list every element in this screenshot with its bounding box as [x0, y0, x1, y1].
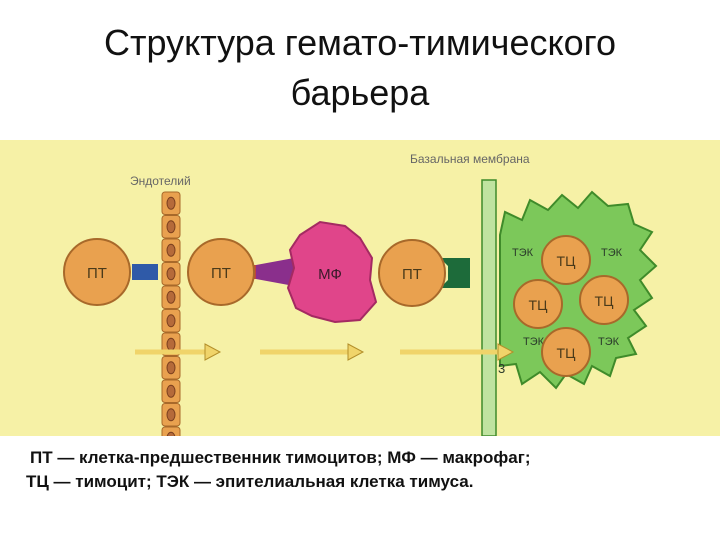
macrophage-body — [286, 220, 378, 324]
receptor-green — [440, 258, 470, 288]
receptor-purple — [256, 258, 294, 286]
arrow-head-1 — [204, 343, 222, 361]
endothelium-label: Эндотелий — [130, 174, 191, 188]
tc-cell-body — [579, 275, 629, 325]
endothelial-nucleus — [166, 314, 176, 328]
endothelial-nucleus — [166, 243, 176, 257]
pt-label: ПТ — [211, 265, 231, 282]
endothelial-nucleus — [166, 384, 176, 398]
tek-label-3: ТЭК — [598, 336, 620, 348]
figure-number-label: 3 — [498, 361, 505, 376]
arrow-head-3 — [497, 343, 515, 361]
pt-label: ПТ — [87, 265, 107, 282]
pt-cell-3: ПТ — [378, 239, 446, 307]
tc-cell-2: ТЦ — [513, 279, 563, 329]
basal-membrane — [481, 179, 497, 436]
pt-cell-body — [187, 238, 255, 306]
endothelial-nucleus — [166, 337, 176, 351]
macrophage: МФ — [286, 220, 378, 324]
endothelial-nucleus — [166, 431, 176, 436]
tc-cell-body — [541, 327, 591, 377]
endothelial-nucleus — [166, 290, 176, 304]
tc-label: ТЦ — [529, 297, 549, 313]
tc-cell-body — [513, 279, 563, 329]
endothelium-column — [161, 191, 181, 436]
tc-label: ТЦ — [595, 293, 615, 309]
tek-label-4: ТЭК — [523, 336, 545, 348]
pt-label: ПТ — [402, 266, 422, 283]
tc-cell-body — [541, 235, 591, 285]
endothelial-nucleus — [166, 220, 176, 234]
page-title-line-2: барьера — [290, 72, 430, 113]
thymic-epithelium — [499, 190, 658, 390]
tc-label: ТЦ — [557, 253, 577, 269]
tc-cell-4: ТЦ — [541, 327, 591, 377]
endothelial-cell — [161, 426, 181, 436]
pt-cell-body — [63, 238, 131, 306]
tc-label: ТЦ — [557, 345, 577, 361]
endothelial-nucleus — [166, 196, 176, 210]
receptor-blue — [132, 264, 158, 280]
tek-label-2: ТЭК — [601, 247, 623, 259]
migration-arrows — [135, 343, 515, 361]
tc-cell-3: ТЦ — [579, 275, 629, 325]
endothelial-nucleus — [166, 267, 176, 281]
arrow-head-2 — [347, 343, 365, 361]
tek-label-1: ТЭК — [512, 247, 534, 259]
caption-line-1: ПТ — клетка-предшественник тимоцитов; МФ… — [30, 448, 531, 467]
epithelial-tissue — [499, 190, 658, 390]
caption-line-2: ТЦ — тимоцит; ТЭК — эпителиальная клетка… — [26, 472, 474, 491]
mf-label: МФ — [318, 266, 342, 283]
tc-cell-1: ТЦ — [541, 235, 591, 285]
pt-cell-body — [378, 239, 446, 307]
basal-membrane-label: Базальная мембрана — [410, 152, 530, 166]
barrier-diagram: Базальная мембрана Эндотелий ПТ ПТ ПТ МФ — [0, 140, 720, 436]
pt-cell-2: ПТ — [187, 238, 255, 306]
page-title-line-1: Структура гемато-тимического — [104, 22, 616, 63]
pt-cell-1: ПТ — [63, 238, 131, 306]
endothelial-nucleus — [166, 361, 176, 375]
endothelial-nucleus — [166, 408, 176, 422]
